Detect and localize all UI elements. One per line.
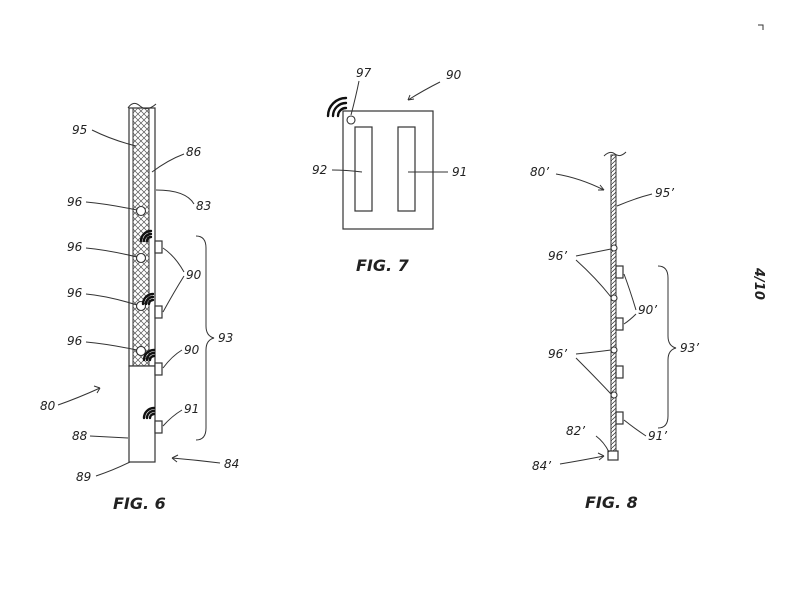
fig6-label-84: 84 bbox=[224, 457, 239, 471]
fig8-label-84: 84’ bbox=[532, 459, 551, 473]
fig8-leader-96-bot-a bbox=[576, 350, 611, 354]
fig8-label-80: 80’ bbox=[530, 165, 549, 179]
fig7-node-97 bbox=[347, 116, 355, 124]
fig6-label-83: 83 bbox=[196, 199, 211, 213]
fig6-label-96-2: 96 bbox=[67, 240, 83, 254]
fig6-module-90-3 bbox=[155, 363, 162, 375]
fig8-node-96-2 bbox=[611, 295, 617, 301]
fig8-label-82: 82’ bbox=[566, 424, 585, 438]
fig8-node-96-4 bbox=[611, 392, 617, 398]
fig7-caption: FIG. 7 bbox=[356, 256, 410, 275]
fig8-cable bbox=[611, 155, 616, 451]
fig8-leader-96-bot-b bbox=[576, 358, 611, 394]
fig8-leader-82 bbox=[596, 436, 609, 452]
fig6-module-90-2 bbox=[155, 306, 162, 318]
fig8-label-91: 91’ bbox=[648, 429, 667, 443]
fig6-label-88: 88 bbox=[72, 429, 88, 443]
fig6-node-96-1 bbox=[137, 207, 146, 216]
fig6-leader-84 bbox=[172, 458, 220, 463]
fig7-leader-97 bbox=[351, 81, 359, 115]
fig6-label-96-3: 96 bbox=[67, 286, 83, 300]
fig7-label-90: 90 bbox=[446, 68, 462, 82]
fig7-drawing: 97 90 92 91 FIG. 7 bbox=[312, 66, 467, 275]
page-number: 4/10 bbox=[751, 267, 766, 300]
fig6-label-90-b: 90 bbox=[184, 343, 200, 357]
fig8-node-96-3 bbox=[611, 347, 617, 353]
fig7-label-91: 91 bbox=[452, 165, 467, 179]
fig6-leader-80 bbox=[58, 388, 100, 405]
fig6-drawing: 95 86 83 96 96 96 96 90 90 93 91 80 88 8… bbox=[40, 103, 239, 513]
fig8-leader-80 bbox=[556, 174, 604, 190]
fig6-caption: FIG. 6 bbox=[113, 494, 166, 513]
fig8-module-90-1 bbox=[616, 266, 623, 278]
fig6-leader-86 bbox=[152, 154, 184, 172]
fig6-leader-91 bbox=[163, 410, 182, 426]
fig6-leader-90-c bbox=[163, 350, 182, 368]
fig8-module-90-2 bbox=[616, 318, 623, 330]
fig8-label-90: 90’ bbox=[638, 303, 657, 317]
fig7-label-97: 97 bbox=[356, 66, 372, 80]
fig8-leader-84 bbox=[560, 456, 604, 464]
fig8-leader-91 bbox=[624, 420, 646, 436]
fig6-leader-89 bbox=[96, 462, 130, 476]
fig8-leader-96-top-b bbox=[576, 260, 611, 297]
fig8-node-96-1 bbox=[611, 245, 617, 251]
fig6-leader-90-a bbox=[163, 248, 184, 272]
corner-mark bbox=[758, 25, 763, 30]
fig8-label-93: 93’ bbox=[680, 341, 699, 355]
fig6-leader-83 bbox=[156, 190, 194, 204]
fig6-leader-88 bbox=[90, 436, 128, 438]
fig6-label-96-1: 96 bbox=[67, 195, 83, 209]
fig6-leader-90-b bbox=[163, 276, 184, 312]
fig8-brace-93 bbox=[658, 266, 676, 428]
fig6-module-91 bbox=[155, 421, 162, 433]
fig6-label-96-4: 96 bbox=[67, 334, 83, 348]
fig8-leader-90-b bbox=[624, 314, 636, 324]
fig8-leader-90-a bbox=[624, 274, 636, 310]
fig8-label-95: 95’ bbox=[655, 186, 674, 200]
fig6-node-96-2 bbox=[137, 254, 146, 263]
fig6-label-89: 89 bbox=[76, 470, 91, 484]
fig6-label-93: 93 bbox=[218, 331, 233, 345]
fig8-label-96-top: 96’ bbox=[548, 249, 567, 263]
fig6-label-86: 86 bbox=[186, 145, 202, 159]
fig8-leader-95 bbox=[617, 194, 652, 206]
fig8-module-90-3 bbox=[616, 366, 623, 378]
fig6-node-96-4 bbox=[137, 347, 146, 356]
fig6-module-90-1 bbox=[155, 241, 162, 253]
fig8-caption: FIG. 8 bbox=[585, 493, 638, 512]
fig7-element-92 bbox=[355, 127, 372, 211]
fig6-label-80: 80 bbox=[40, 399, 56, 413]
fig7-leader-90 bbox=[408, 82, 440, 100]
fig8-drawing: 80’ 95’ 96’ 90’ 96’ 93’ 82’ 91’ 84’ FIG.… bbox=[530, 152, 699, 512]
fig8-leader-96-top-a bbox=[576, 249, 611, 256]
fig6-label-90-a: 90 bbox=[186, 268, 202, 282]
fig8-label-96-bot: 96’ bbox=[548, 347, 567, 361]
fig8-end-82 bbox=[608, 451, 618, 460]
fig6-label-95: 95 bbox=[72, 123, 87, 137]
fig6-label-91: 91 bbox=[184, 402, 199, 416]
fig7-element-91 bbox=[398, 127, 415, 211]
fig8-module-91 bbox=[616, 412, 623, 424]
fig7-label-92: 92 bbox=[312, 163, 327, 177]
